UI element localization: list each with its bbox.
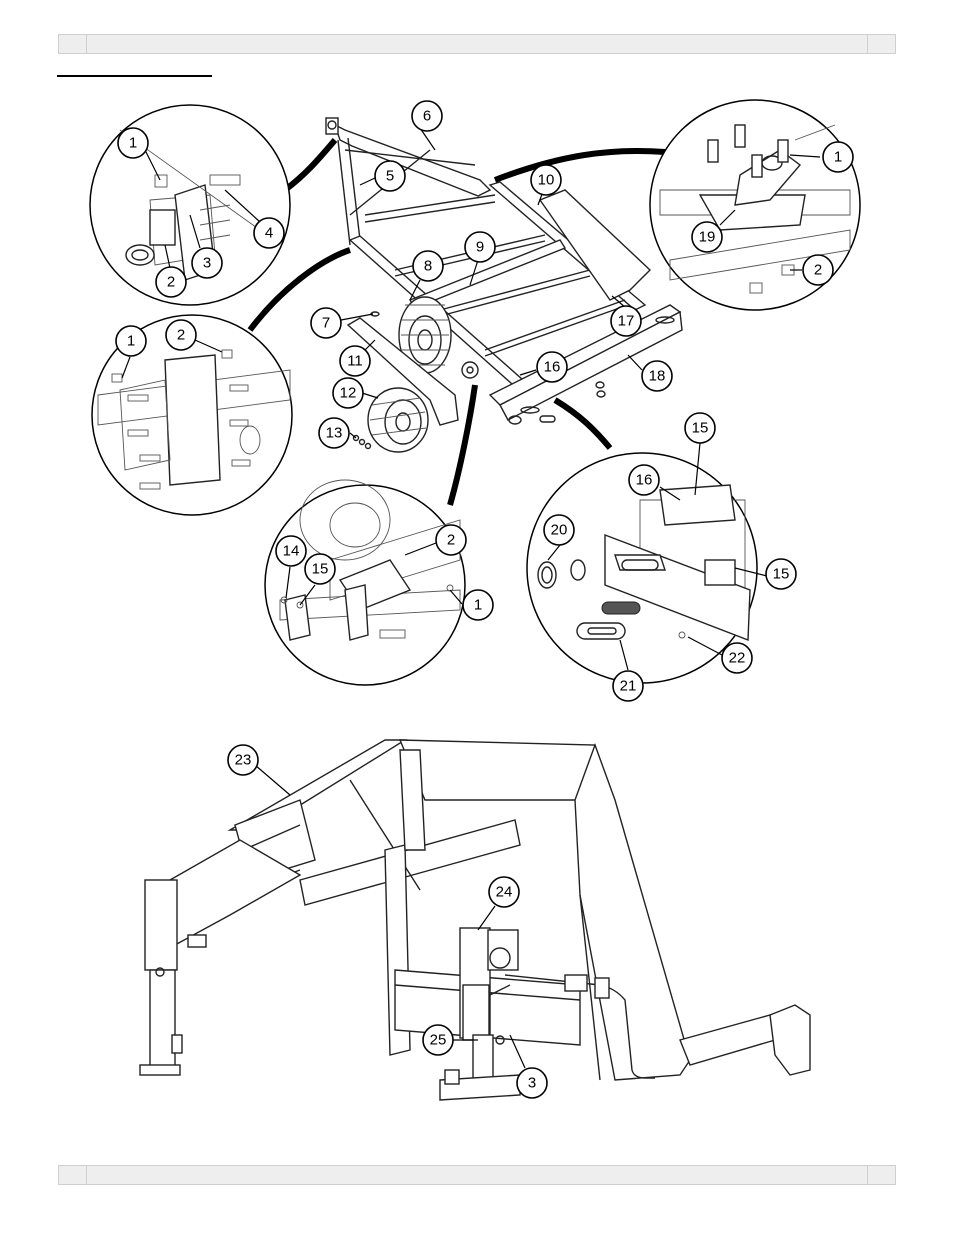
svg-text:18: 18: [649, 368, 666, 385]
callout-5: 5: [375, 161, 405, 191]
callout-19: 19: [692, 222, 722, 252]
footer-left-cell: [59, 1166, 87, 1184]
footer-right-cell: [867, 1166, 895, 1184]
svg-text:14: 14: [283, 543, 300, 560]
svg-text:2: 2: [167, 274, 175, 291]
svg-text:3: 3: [528, 1075, 536, 1092]
callout-22: 22: [722, 643, 752, 673]
svg-text:16: 16: [544, 359, 561, 376]
callout-15: 15: [305, 554, 335, 584]
svg-text:2: 2: [814, 262, 822, 279]
callout-16: 16: [629, 465, 659, 495]
svg-text:6: 6: [423, 108, 431, 125]
svg-text:8: 8: [424, 258, 432, 275]
callout-15: 15: [766, 559, 796, 589]
svg-text:2: 2: [177, 327, 185, 344]
callout-3: 3: [192, 248, 222, 278]
callout-24: 24: [489, 877, 519, 907]
callout-13: 13: [319, 418, 349, 448]
svg-text:17: 17: [618, 313, 635, 330]
svg-text:1: 1: [834, 149, 842, 166]
callout-4: 4: [254, 218, 284, 248]
svg-text:21: 21: [620, 678, 637, 695]
svg-text:12: 12: [340, 385, 357, 402]
callout-3: 3: [517, 1068, 547, 1098]
svg-text:22: 22: [729, 650, 746, 667]
svg-text:2: 2: [447, 532, 455, 549]
svg-text:20: 20: [551, 522, 568, 539]
callout-10: 10: [531, 165, 561, 195]
svg-text:15: 15: [312, 561, 329, 578]
callout-11: 11: [340, 346, 370, 376]
callout-21: 21: [613, 671, 643, 701]
callout-1: 1: [463, 590, 493, 620]
callout-7: 7: [311, 308, 341, 338]
callout-17: 17: [611, 306, 641, 336]
svg-text:15: 15: [773, 566, 790, 583]
svg-text:9: 9: [476, 239, 484, 256]
svg-text:19: 19: [699, 229, 716, 246]
callout-16: 16: [537, 352, 567, 382]
callout-2: 2: [156, 267, 186, 297]
svg-text:16: 16: [636, 472, 653, 489]
svg-text:1: 1: [127, 333, 135, 350]
callout-2: 2: [436, 525, 466, 555]
callout-6: 6: [412, 101, 442, 131]
lower-gooseneck-assembly: [140, 740, 810, 1100]
svg-text:11: 11: [347, 353, 363, 370]
page-footer-bar: [58, 1165, 896, 1185]
callout-12: 12: [333, 378, 363, 408]
callout-8: 8: [413, 251, 443, 281]
callout-18: 18: [642, 361, 672, 391]
svg-text:15: 15: [692, 420, 709, 437]
svg-text:5: 5: [386, 168, 394, 185]
svg-text:25: 25: [430, 1032, 447, 1049]
callout-1: 1: [116, 326, 146, 356]
svg-text:24: 24: [496, 884, 513, 901]
callout-20: 20: [544, 515, 574, 545]
detail-circle-spindle: [265, 480, 465, 685]
svg-text:1: 1: [129, 135, 137, 152]
callout-2: 2: [166, 320, 196, 350]
callout-1: 1: [118, 128, 148, 158]
svg-text:23: 23: [235, 752, 252, 769]
callout-9: 9: [465, 232, 495, 262]
callout-2: 2: [803, 255, 833, 285]
svg-text:10: 10: [538, 172, 555, 189]
svg-text:4: 4: [265, 225, 273, 242]
callout-23: 23: [228, 745, 258, 775]
callout-1: 1: [823, 142, 853, 172]
callout-25: 25: [423, 1025, 453, 1055]
svg-text:3: 3: [203, 255, 211, 272]
svg-text:1: 1: [474, 597, 482, 614]
svg-text:13: 13: [326, 425, 343, 442]
callout-14: 14: [276, 536, 306, 566]
svg-text:7: 7: [322, 315, 330, 332]
callout-15: 15: [685, 413, 715, 443]
